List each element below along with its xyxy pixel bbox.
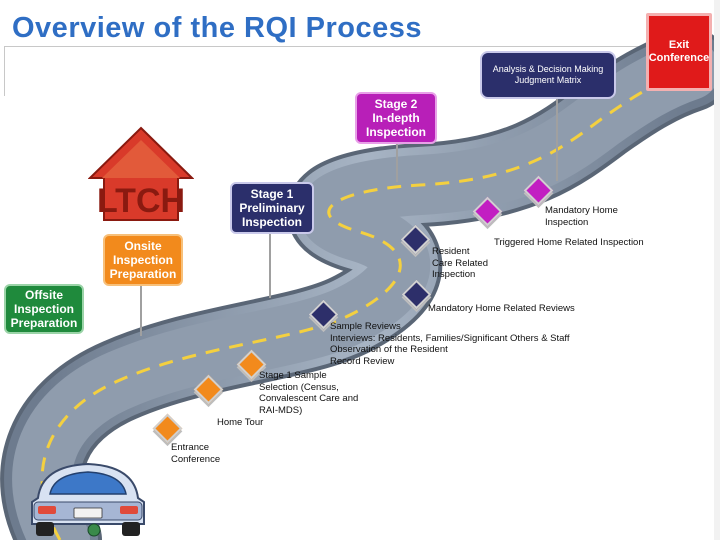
mandatory-reviews-label: Mandatory Home Related Reviews [428,303,575,315]
mandatory-home-line1: Mandatory Home [545,205,618,216]
stage2-box: Stage 2 In-depth Inspection [355,92,437,144]
stage1-box: Stage 1 Preliminary Inspection [230,182,314,234]
resident-care-line1: Resident [432,246,470,257]
triggered-line: Triggered Home Related Inspection [494,237,644,248]
analysis-pole [556,99,558,181]
mandatory-home-label: Mandatory Home Inspection [545,205,618,228]
resident-care-line2: Care Related [432,257,488,269]
offsite-line1: Offsite [24,288,63,302]
exit-line2: Conference [648,52,710,64]
resident-care-label: Resident Care Related Inspection [432,246,488,281]
onsite-line2: Inspection [112,253,173,267]
mandatory-reviews-line: Mandatory Home Related Reviews [428,303,575,314]
title-divider [4,46,644,47]
offsite-line2: Inspection [13,302,74,316]
home-tour-line: Home Tour [217,417,264,428]
sample-reviews-line4: Record Review [330,355,395,367]
stage2-line2: In-depth [372,111,420,125]
ltch-logo-text: LTCH [97,182,185,220]
stage2-line1: Stage 2 [374,97,418,111]
onsite-line3: Preparation [109,267,177,281]
stage1-sample-line1: Stage 1 Sample [259,370,327,381]
onsite-pole [140,286,142,336]
onsite-prep-box: Onsite Inspection Preparation [103,234,183,286]
right-edge-strip [714,0,720,540]
exit-conference-box: Exit Conference [646,13,712,91]
onsite-line1: Onsite [124,239,162,253]
triggered-label: Triggered Home Related Inspection [494,237,644,249]
entrance-line1: Entrance [171,442,210,453]
ltch-house-logo: LTCH [88,126,194,221]
entrance-line2: Conference [171,453,221,465]
stage1-sample-line4: RAI-MDS) [259,404,303,416]
sample-reviews-label: Sample Reviews Interviews: Residents, Fa… [330,321,570,367]
car-illustration [31,462,145,537]
analysis-decision-label: Analysis & Decision Making Judgment Matr… [492,64,604,85]
resident-care-line3: Inspection [432,269,476,280]
sample-reviews-line1: Sample Reviews [330,321,401,332]
analysis-decision-box: Analysis & Decision Making Judgment Matr… [480,51,616,99]
sample-reviews-line3: Observation of the Resident [330,344,448,355]
left-divider [4,46,5,96]
home-tour-label: Home Tour [217,417,263,429]
stage1-line1: Stage 1 [250,187,294,201]
offsite-prep-box: Offsite Inspection Preparation [4,284,84,334]
offsite-line3: Preparation [10,316,78,330]
stage1-pole [269,234,271,298]
stage1-line2: Preliminary [239,201,305,215]
stage1-sample-line3: Convalescent Care and [259,393,359,404]
stage1-sample-label: Stage 1 Sample Selection (Census, Conval… [259,370,358,416]
stage1-sample-line2: Selection (Census, [259,381,339,393]
sample-reviews-line2: Interviews: Residents, Families/Signific… [330,332,570,344]
stage2-line3: Inspection [365,125,426,139]
entrance-label: Entrance Conference [171,442,220,465]
stage1-line3: Inspection [241,215,302,229]
mandatory-home-line2: Inspection [545,216,589,228]
page-title: Overview of the RQI Process [12,12,422,44]
exit-line1: Exit [668,39,690,51]
stage2-pole [396,144,398,182]
